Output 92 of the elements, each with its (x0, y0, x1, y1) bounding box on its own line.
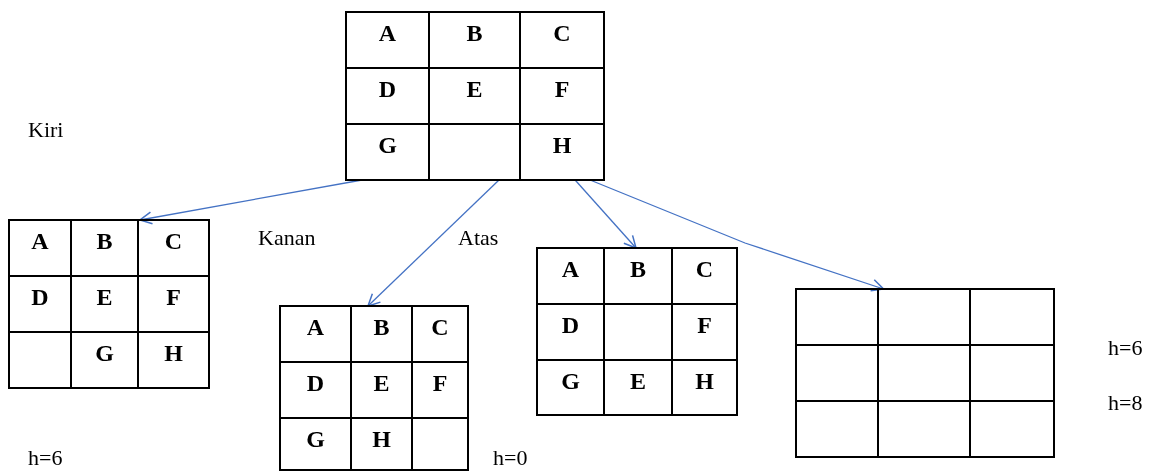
puzzle-grid (279, 305, 469, 471)
puzzle-tile (71, 276, 138, 332)
tile-letter: E (95, 285, 114, 309)
tile-letter: D (30, 285, 50, 309)
puzzle-grid (536, 247, 738, 416)
heuristic-label: h=0 (493, 447, 528, 469)
tile-letter: G (377, 133, 398, 157)
tile-letter: H (371, 427, 392, 451)
puzzle-tile (346, 124, 429, 180)
puzzle-tile (537, 360, 604, 415)
tile-letter: B (465, 21, 484, 45)
puzzle-grid (795, 288, 1055, 458)
empty-tile (796, 401, 878, 457)
arrow (367, 179, 500, 307)
puzzle-tile (351, 306, 412, 362)
empty-tile (412, 418, 468, 470)
puzzle-tile (412, 362, 468, 418)
move-label: Kanan (258, 227, 316, 249)
arrow (574, 179, 637, 249)
empty-tile (878, 289, 970, 345)
puzzle-tile (429, 12, 520, 68)
tile-letter: C (694, 257, 715, 281)
tile-letter: D (305, 371, 326, 395)
tile-letter: H (163, 341, 184, 365)
puzzle-tile (537, 248, 604, 304)
tile-letter: A (377, 21, 398, 45)
arrow (589, 179, 885, 292)
empty-tile (970, 401, 1054, 457)
tile-letter: G (560, 369, 581, 393)
tile-letter: H (694, 369, 715, 393)
heuristic-label: h=6 (1108, 337, 1143, 359)
puzzle-tile (537, 304, 604, 360)
empty-tile (429, 124, 520, 180)
puzzle-tile (520, 12, 604, 68)
empty-tile (878, 345, 970, 401)
puzzle-tile (520, 124, 604, 180)
puzzle-tile (71, 220, 138, 276)
puzzle-tile (138, 220, 209, 276)
tile-letter: E (372, 371, 391, 395)
puzzle-tile (412, 306, 468, 362)
tile-letter: H (551, 133, 573, 157)
tile-letter: D (377, 77, 398, 101)
tile-letter: C (163, 229, 184, 253)
tile-letter: A (30, 229, 50, 253)
tile-letter: F (696, 313, 713, 337)
puzzle-tile (280, 362, 351, 418)
tile-letter: A (305, 315, 326, 339)
puzzle-tile (138, 276, 209, 332)
puzzle-grid (8, 219, 210, 389)
puzzle-tile (672, 304, 737, 360)
puzzle-tile (280, 418, 351, 470)
tile-letter: A (560, 257, 581, 281)
empty-tile (970, 345, 1054, 401)
tile-letter: E (629, 369, 647, 393)
tile-letter: G (305, 427, 326, 451)
tile-letter: B (629, 257, 647, 281)
puzzle-tile (351, 418, 412, 470)
tile-letter: F (553, 77, 571, 101)
puzzle-tile (520, 68, 604, 124)
move-label: Atas (458, 227, 499, 249)
empty-tile (604, 304, 672, 360)
puzzle-tile (672, 360, 737, 415)
empty-tile (796, 345, 878, 401)
tile-letter: E (465, 77, 484, 101)
empty-tile (970, 289, 1054, 345)
tile-letter: F (165, 285, 182, 309)
empty-tile (796, 289, 878, 345)
puzzle-tile (346, 12, 429, 68)
puzzle-tile (672, 248, 737, 304)
tile-letter: C (552, 21, 572, 45)
puzzle-tile (9, 276, 71, 332)
puzzle-grid (345, 11, 605, 181)
puzzle-tile (346, 68, 429, 124)
tile-letter: B (372, 315, 391, 339)
puzzle-tile (138, 332, 209, 388)
tile-letter: F (431, 371, 449, 395)
tile-letter: C (430, 315, 450, 339)
puzzle-tile (604, 248, 672, 304)
puzzle-tile (604, 360, 672, 415)
puzzle-tile (9, 220, 71, 276)
tile-letter: B (95, 229, 114, 253)
puzzle-tile (351, 362, 412, 418)
puzzle-tile (280, 306, 351, 362)
heuristic-label: h=8 (1108, 392, 1143, 414)
heuristic-label: h=6 (28, 447, 63, 469)
move-label: Kiri (28, 119, 64, 141)
puzzle-tile (429, 68, 520, 124)
empty-tile (9, 332, 71, 388)
tile-letter: D (560, 313, 581, 337)
puzzle-tile (71, 332, 138, 388)
tile-letter: G (94, 341, 115, 365)
empty-tile (878, 401, 970, 457)
